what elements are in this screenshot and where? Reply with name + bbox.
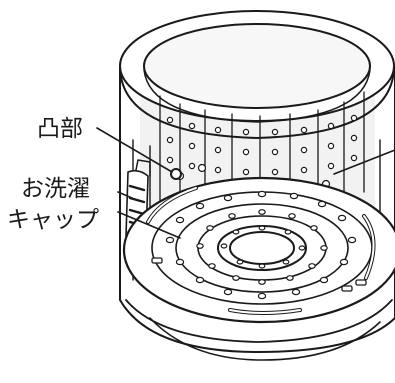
wall-leader-line <box>333 149 395 175</box>
tub-rim-inner-lower <box>143 69 371 123</box>
plate-slot-right-inner <box>363 215 375 279</box>
label-boss: 凸部 <box>37 116 83 142</box>
plate-slot-left-inner <box>147 187 197 223</box>
plate-perforations <box>165 190 357 300</box>
pulsator-hub-inner <box>229 231 295 265</box>
label-laundry-cap-line1: お洗濯 <box>21 176 90 202</box>
tub-rim-lower-edge <box>119 65 395 139</box>
boss-leader-line <box>96 127 173 173</box>
cap-leader-line <box>117 211 181 239</box>
label-laundry-cap-line2: キャップ <box>7 207 99 233</box>
tub-bottom-ring <box>149 317 381 361</box>
boss-bump <box>170 168 182 180</box>
pulsator-ring-2 <box>175 203 349 293</box>
tub-top-rim-inner <box>143 23 371 109</box>
plate-small-slots <box>151 257 367 292</box>
plate-slot-front-inner <box>229 309 301 314</box>
cap-leader-line-top <box>117 191 133 199</box>
